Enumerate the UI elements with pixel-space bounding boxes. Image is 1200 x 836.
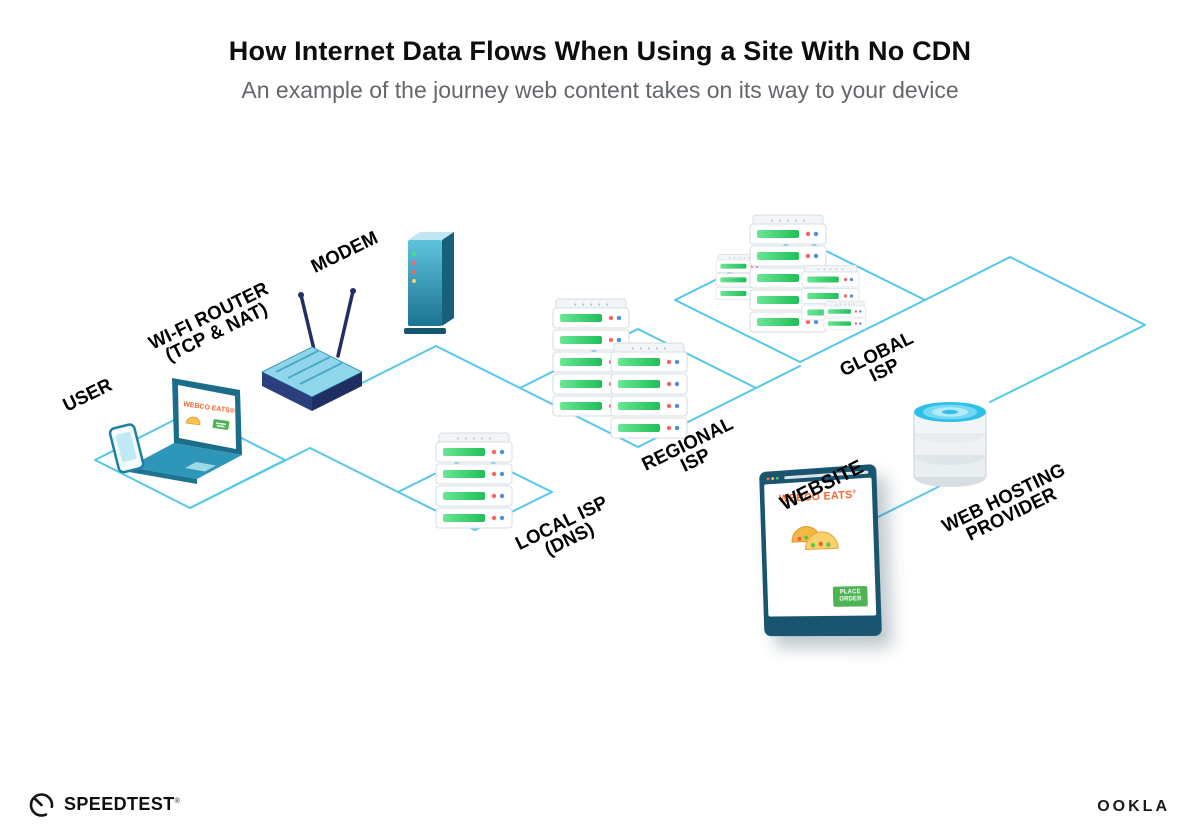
window-dot-green-icon [775, 476, 779, 480]
user-laptop: WEBCO EATS® [129, 378, 242, 484]
local-isp-servers [435, 432, 513, 529]
website-window: WEBCO EATS® PLACE ORDER [759, 463, 883, 637]
website-page: WEBCO EATS® PLACE ORDER [764, 477, 877, 617]
speedtest-gauge-icon [29, 793, 54, 817]
antenna-tip [298, 292, 304, 298]
speedtest-logo: SPEEDTEST® [28, 791, 180, 818]
window-dot-yellow-icon [771, 476, 775, 480]
taco-icon [787, 507, 850, 554]
wifi-router [260, 288, 364, 411]
user-phone [108, 423, 145, 474]
web-hosting-database [913, 402, 987, 487]
page-subtitle: An example of the journey web content ta… [241, 77, 959, 103]
page-title: How Internet Data Flows When Using a Sit… [228, 36, 972, 66]
ookla-logo: OOKLA [1097, 798, 1170, 815]
taco-icon [185, 416, 201, 426]
window-dot-red-icon [766, 476, 770, 480]
global-isp-servers [715, 214, 867, 333]
header: How Internet Data Flows When Using a Sit… [0, 36, 1200, 104]
modem [404, 232, 454, 334]
place-order-button: PLACE ORDER [833, 586, 868, 607]
regional-isp-servers [552, 298, 688, 439]
speedtest-wordmark: SPEEDTEST® [64, 794, 181, 814]
laptop-order-button [212, 419, 230, 430]
antenna-tip [350, 288, 356, 294]
